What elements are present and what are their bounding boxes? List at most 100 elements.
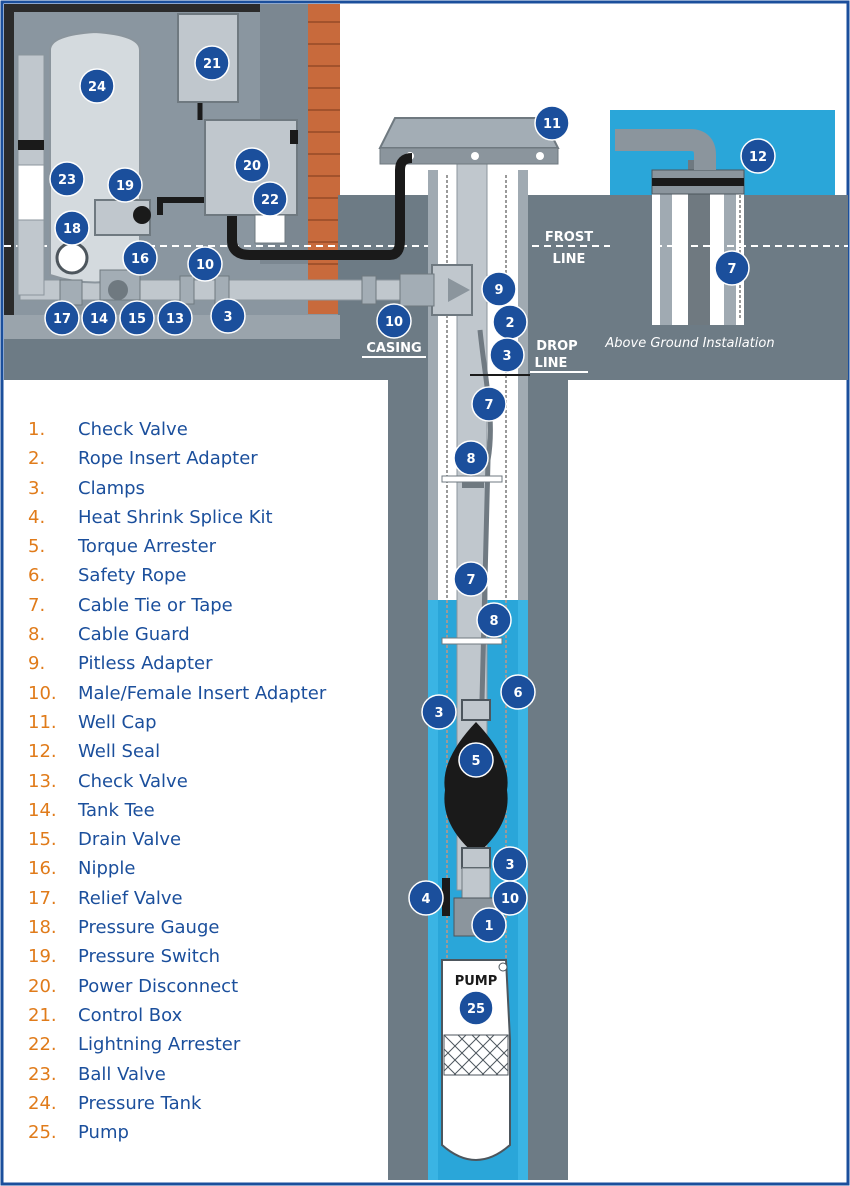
legend-item: 10. Male/Female Insert Adapter [28, 679, 378, 708]
marker-3-lower: 3 [505, 858, 514, 873]
marker-23: 23 [58, 173, 76, 188]
legend-number: 17. [28, 887, 57, 909]
pump-intake [443, 1034, 509, 1076]
legend-number: 4. [28, 506, 46, 528]
marker-9: 9 [494, 283, 503, 298]
legend-item: 14. Tank Tee [28, 796, 378, 825]
marker-8-top: 8 [466, 452, 475, 467]
frost-label-line1: FROST [545, 230, 593, 245]
legend-label: Check Valve [78, 419, 188, 440]
legend-label: Check Valve [78, 770, 188, 792]
legend-item: 15.Drain Valve [28, 825, 378, 854]
legend-label: Safety Rope [78, 565, 187, 587]
legend-label: Tank Tee [78, 799, 155, 821]
legend-number: 6. [28, 565, 46, 587]
pump-label: PUMP [455, 974, 498, 989]
legend-number: 9. [28, 653, 46, 675]
legend-label: Heat Shrink Splice Kit [78, 506, 273, 528]
marker-17: 17 [53, 312, 71, 327]
legend-label: Rope Insert Adapter [78, 448, 258, 470]
legend-number: 13. [28, 770, 57, 792]
legend-number: 24. [28, 1092, 57, 1114]
marker-1: 1 [484, 919, 493, 934]
marker-4: 4 [421, 892, 430, 907]
legend-item: 20. Power Disconnect [28, 972, 378, 1001]
legend-number: 21. [28, 1004, 57, 1026]
legend-number: 1. [28, 419, 46, 440]
marker-10-pump: 10 [501, 892, 519, 907]
legend-label: Cable Tie or Tape [78, 594, 233, 616]
ground-band-left [4, 339, 390, 380]
legend-label: Pressure Switch [78, 946, 221, 968]
marker-22: 22 [261, 193, 279, 208]
legend-number: 7. [28, 594, 46, 616]
marker-13: 13 [166, 312, 184, 327]
legend-item: 25.Pump [28, 1118, 378, 1147]
marker-11: 11 [543, 117, 561, 132]
legend-item: 21.Control Box [28, 1001, 378, 1030]
above-ground-caption: Above Ground Installation [604, 336, 774, 351]
legend-item: 23. Ball Valve [28, 1060, 378, 1089]
legend-number: 20. [28, 975, 57, 997]
marker-8-mid: 8 [489, 614, 498, 629]
legend-number: 23. [28, 1063, 57, 1085]
legend-number: 19. [28, 946, 57, 968]
legend-number: 14. [28, 799, 57, 821]
pressure-gauge [55, 241, 89, 275]
pump-screen [443, 1034, 509, 1076]
legend-number: 18. [28, 917, 57, 939]
legend-item: 8. Cable Guard [28, 620, 378, 649]
legend-label: Pump [78, 1122, 129, 1144]
legend-item: 6. Safety Rope [28, 561, 378, 590]
marker-20: 20 [243, 159, 261, 174]
legend-label: Well Cap [78, 711, 157, 733]
marker-24: 24 [88, 80, 106, 95]
legend-number: 12. [28, 741, 57, 763]
marker-18: 18 [63, 222, 81, 237]
legend-label: Power Disconnect [78, 975, 239, 997]
legend-item: 11. Well Cap [28, 708, 378, 737]
marker-14: 14 [90, 312, 108, 327]
marker-3-upper: 3 [434, 706, 443, 721]
service-fitting [399, 273, 435, 307]
marker-3-top: 3 [502, 349, 511, 364]
well-cap-base [379, 147, 559, 165]
legend-item: 4. Heat Shrink Splice Kit [28, 503, 378, 532]
legend-label: Ball Valve [78, 1063, 166, 1085]
splice-kit [442, 878, 450, 916]
legend-item: 22.Lightning Arrester [28, 1030, 378, 1059]
legend-label: Cable Guard [78, 624, 190, 646]
legend-item: 13. Check Valve [28, 767, 378, 796]
marker-12: 12 [749, 150, 767, 165]
basement-wall-left [4, 4, 14, 339]
legend-label: Clamps [78, 477, 145, 499]
casing-label: CASING [366, 341, 421, 356]
marker-19: 19 [116, 179, 134, 194]
marker-5: 5 [471, 754, 480, 769]
marker-10-casing: 10 [385, 315, 403, 330]
legend-number: 11. [28, 711, 57, 733]
legend-label: Nipple [78, 858, 136, 880]
legend-label: Pressure Gauge [78, 917, 220, 939]
marker-7-inset: 7 [727, 262, 736, 277]
legend-label: Male/Female Insert Adapter [78, 682, 327, 704]
marker-15: 15 [128, 312, 146, 327]
legend-label: Pitless Adapter [78, 653, 213, 675]
inset-elbow [615, 129, 716, 170]
brick-wall [308, 4, 340, 314]
marker-6: 6 [513, 686, 522, 701]
legend-item: 1. Check Valve [28, 415, 378, 444]
legend-label: Relief Valve [78, 887, 183, 909]
ball-valve [17, 164, 45, 221]
parts-legend: 1.Check Valve 2.Rope Insert Adapter 3.Cl… [28, 415, 378, 1147]
legend-item: 19. Pressure Switch [28, 942, 378, 971]
legend-number: 10. [28, 682, 57, 704]
legend-number: 16. [28, 858, 57, 880]
clamp-lower [461, 847, 491, 869]
legend-number: 8. [28, 624, 46, 646]
cable-guard-1 [441, 475, 503, 483]
legend-item: 18. Pressure Gauge [28, 913, 378, 942]
legend-number: 3. [28, 477, 46, 499]
lightning-arrester [254, 214, 286, 244]
